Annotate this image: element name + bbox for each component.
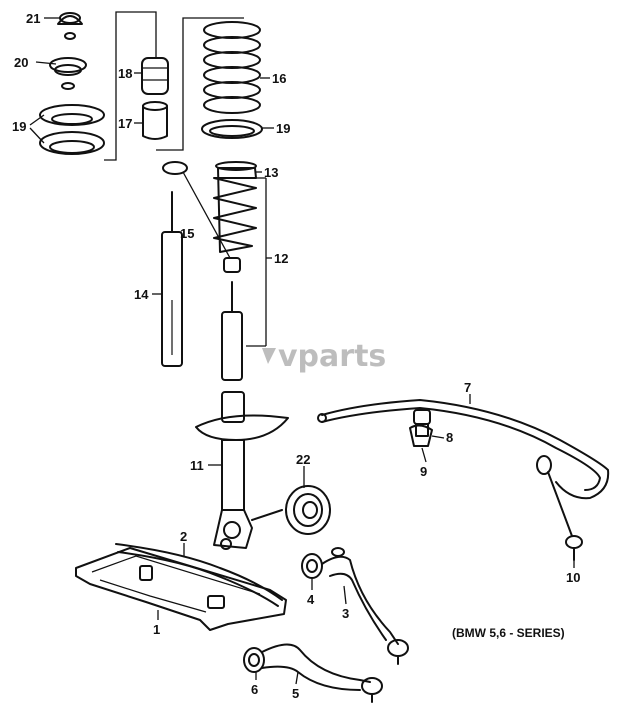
dust-boot-17 <box>142 101 168 140</box>
callout-14: 14 <box>134 287 149 302</box>
callout-18: 18 <box>118 66 132 81</box>
stabilizer-bushing-8 <box>413 409 431 437</box>
callout-4: 4 <box>307 592 315 607</box>
callout-17: 17 <box>118 116 132 131</box>
shock-insert-14 <box>161 191 183 367</box>
spring-pad-19-left <box>39 104 105 155</box>
watermark-logo: vparts <box>262 339 386 374</box>
stabilizer-link-10 <box>536 455 583 561</box>
crossmember-1 <box>75 547 287 631</box>
callout-3: 3 <box>342 606 349 621</box>
callout-6: 6 <box>251 682 258 697</box>
callout-10: 10 <box>566 570 580 585</box>
callout-1: 1 <box>153 622 160 637</box>
control-arm-3 <box>301 547 409 665</box>
bump-stop-18 <box>141 57 169 95</box>
callout-15: 15 <box>180 226 194 241</box>
protective-boot-13 <box>162 161 257 253</box>
bushing-bracket-9 <box>409 424 433 447</box>
callout-20: 20 <box>14 55 28 70</box>
wheel-hub-22 <box>251 485 331 535</box>
callout-19-left: 19 <box>12 119 26 134</box>
callout-7: 7 <box>464 380 471 395</box>
callout-21: 21 <box>26 11 40 26</box>
callout-9: 9 <box>420 464 427 479</box>
model-caption: (BMW 5,6 - SERIES) <box>452 626 565 640</box>
coil-spring-16 <box>203 21 261 114</box>
spring-pad-19-right <box>201 119 263 139</box>
lower-control-arm-5 <box>243 643 383 703</box>
strut-housing-11 <box>195 391 289 550</box>
bump-nut-15 <box>223 257 241 273</box>
callout-11: 11 <box>190 458 204 473</box>
leader-lines <box>29 17 575 685</box>
leader-boot-line <box>182 171 231 259</box>
watermark-text: vparts <box>278 339 386 374</box>
stabilizer-bar-7 <box>317 399 610 500</box>
group-bracket-left <box>104 11 157 161</box>
callout-8: 8 <box>446 430 453 445</box>
callout-16: 16 <box>272 71 286 86</box>
callout-5: 5 <box>292 686 299 701</box>
upper-mount-20 <box>49 57 87 90</box>
strut-mount-cap-21 <box>57 12 83 40</box>
callout-22: 22 <box>296 452 310 467</box>
callout-12: 12 <box>274 251 288 266</box>
callout-19-right: 19 <box>276 121 290 136</box>
callout-2: 2 <box>180 529 187 544</box>
crossmember-bar-2 <box>115 543 283 607</box>
group-bracket-right <box>156 17 244 151</box>
callout-13: 13 <box>264 165 278 180</box>
strut-assembly-12 <box>221 177 267 381</box>
